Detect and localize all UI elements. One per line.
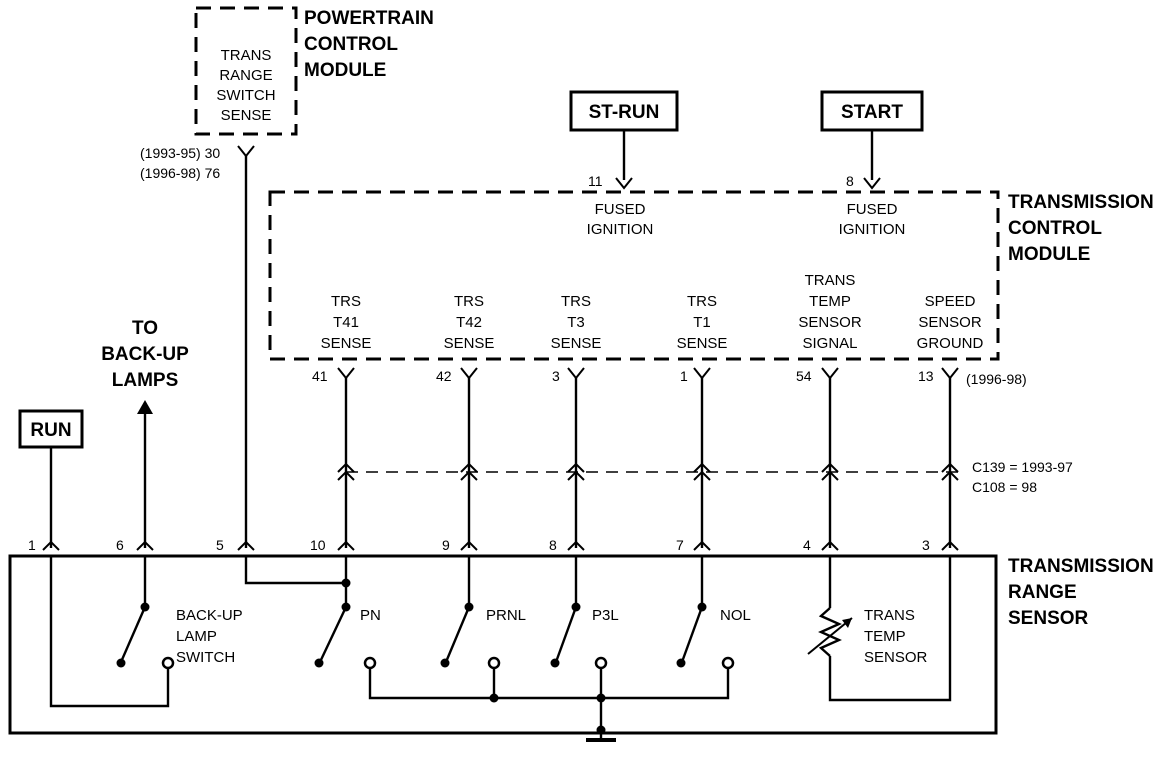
tcm-terminal-1: TRS T1 SENSE 1 [677, 293, 728, 384]
pn-switch-label: PN [360, 607, 381, 624]
thermistor-icon [818, 607, 842, 657]
pcm-signal-line-1: TRANS [221, 47, 272, 64]
trs-pin-9: 9 [442, 537, 450, 553]
svg-text:T41: T41 [333, 314, 359, 331]
inline-connector: C139 = 1993-97 C108 = 98 [337, 459, 1073, 495]
arrow-up-icon [137, 400, 153, 414]
trs-pin-4: 4 [803, 537, 811, 553]
temp-sensor-label-3: SENSOR [864, 649, 928, 666]
pcm-signal-line-4: SENSE [221, 107, 272, 124]
svg-text:41: 41 [312, 368, 328, 384]
svg-text:54: 54 [796, 368, 812, 384]
pin13-year-note: (1996-98) [966, 371, 1027, 387]
svg-text:FUSED: FUSED [847, 201, 898, 218]
prnl-switch-label: PRNL [486, 607, 526, 624]
backup-switch-label-3: SWITCH [176, 649, 235, 666]
trs-block: TRANSMISSION RANGE SENSOR 1 6 5 10 9 8 7… [8, 537, 1154, 742]
run-label: RUN [30, 420, 71, 441]
svg-text:IGNITION: IGNITION [839, 221, 906, 238]
svg-text:13: 13 [918, 368, 934, 384]
pcm-signal-line-2: RANGE [219, 67, 272, 84]
pcm-title-line-2: CONTROL [304, 34, 398, 55]
run-box [18, 409, 84, 449]
trs-pin-7: 7 [676, 537, 684, 553]
svg-text:SENSE: SENSE [321, 335, 372, 352]
tcm-terminal-13: SPEED SENSOR GROUND 13 (1996-98) [917, 293, 1027, 387]
trs-pin-3: 3 [922, 537, 930, 553]
svg-text:SIGNAL: SIGNAL [802, 335, 857, 352]
svg-text:SENSOR: SENSOR [918, 314, 982, 331]
trs-pin-6: 6 [116, 537, 124, 553]
trs-pin-1: 1 [28, 537, 36, 553]
tcm-title-line-1: TRANSMISSION [1008, 192, 1154, 213]
nol-switch-label: NOL [720, 607, 751, 624]
svg-text:42: 42 [436, 368, 452, 384]
svg-text:SENSOR: SENSOR [798, 314, 862, 331]
fused-ign-2-pin: 8 [846, 173, 854, 189]
tcm-terminal-42: TRS T42 SENSE 42 [436, 293, 494, 384]
svg-text:GROUND: GROUND [917, 335, 984, 352]
tcm-terminal-41: TRS T41 SENSE 41 [312, 293, 371, 384]
svg-text:TEMP: TEMP [809, 293, 851, 310]
pcm-pin-line-1: (1993-95) 30 [140, 145, 220, 161]
svg-text:3: 3 [552, 368, 560, 384]
svg-text:IGNITION: IGNITION [587, 221, 654, 238]
pcm-dashed-box [194, 6, 298, 136]
svg-text:TRS: TRS [687, 293, 717, 310]
trs-title-line-3: SENSOR [1008, 608, 1089, 629]
fused-ign-1-pin: 11 [588, 173, 603, 189]
svg-text:SPEED: SPEED [925, 293, 976, 310]
tcm-terminal-3: TRS T3 SENSE 3 [551, 293, 602, 384]
svg-text:TRS: TRS [561, 293, 591, 310]
svg-text:SENSE: SENSE [677, 335, 728, 352]
trs-title-line-2: RANGE [1008, 582, 1077, 603]
temp-sensor-label-2: TEMP [864, 628, 906, 645]
temp-sensor-label-1: TRANS [864, 607, 915, 624]
tcm-pin-terminals [337, 367, 959, 380]
svg-text:TRANS: TRANS [805, 272, 856, 289]
svg-text:SENSE: SENSE [551, 335, 602, 352]
backup-switch-label-1: BACK-UP [176, 607, 243, 624]
run-source: RUN [18, 409, 84, 449]
pcm-block: TRANS RANGE SWITCH SENSE POWERTRAIN CONT… [140, 6, 434, 181]
start-source: START [820, 90, 924, 180]
svg-text:T1: T1 [693, 314, 711, 331]
pcm-pin-terminal [237, 145, 255, 158]
svg-text:TRS: TRS [331, 293, 361, 310]
svg-text:1: 1 [680, 368, 688, 384]
tcm-terminal-54: TRANS TEMP SENSOR SIGNAL 54 [796, 272, 862, 384]
svg-text:FUSED: FUSED [595, 201, 646, 218]
pcm-pin-line-2: (1996-98) 76 [140, 165, 220, 181]
trs-pin-10: 10 [310, 537, 326, 553]
tcm-block: TRANSMISSION CONTROL MODULE 11 FUSED IGN… [268, 173, 1154, 387]
pcm-signal-line-3: SWITCH [216, 87, 275, 104]
svg-text:TO: TO [132, 318, 158, 339]
svg-text:BACK-UP: BACK-UP [101, 344, 189, 365]
tcm-trs-wires [344, 378, 952, 548]
svg-text:TRS: TRS [454, 293, 484, 310]
trs-box [8, 554, 998, 735]
st-run-source: ST-RUN [569, 90, 679, 180]
start-label: START [841, 102, 903, 123]
svg-text:T42: T42 [456, 314, 482, 331]
trs-title-line-1: TRANSMISSION [1008, 556, 1154, 577]
pcm-title-line-3: MODULE [304, 60, 386, 81]
svg-text:T3: T3 [567, 314, 585, 331]
connector-label-2: C108 = 98 [972, 479, 1037, 495]
trs-pin-5: 5 [216, 537, 224, 553]
backup-switch-label-2: LAMP [176, 628, 217, 645]
svg-text:LAMPS: LAMPS [112, 370, 179, 391]
start-box [820, 90, 924, 132]
p3l-switch-label: P3L [592, 607, 619, 624]
tcm-dashed-box [268, 190, 1000, 361]
st-run-label: ST-RUN [589, 102, 660, 123]
pcm-title-line-1: POWERTRAIN [304, 8, 434, 29]
tcm-title-line-2: CONTROL [1008, 218, 1102, 239]
svg-text:SENSE: SENSE [444, 335, 495, 352]
connector-label-1: C139 = 1993-97 [972, 459, 1073, 475]
back-up-lamps-label: TO BACK-UP LAMPS [101, 318, 189, 414]
trs-pin-8: 8 [549, 537, 557, 553]
tcm-title-line-3: MODULE [1008, 244, 1090, 265]
